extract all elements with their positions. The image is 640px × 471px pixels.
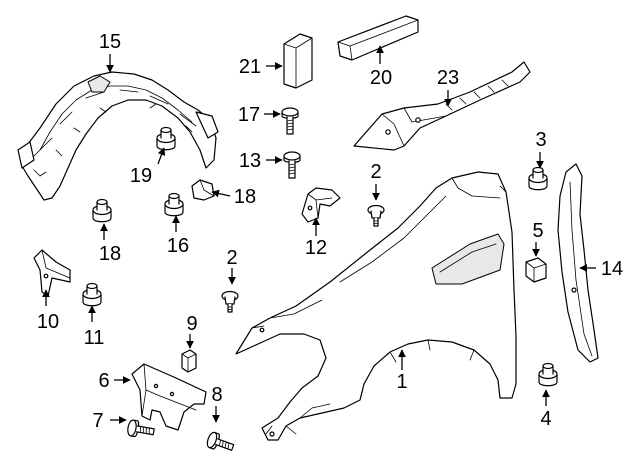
clip-18-part: [191, 179, 215, 201]
insulator-part: [337, 15, 419, 61]
callout-18: 18: [234, 186, 256, 208]
callout-11: 11: [84, 327, 105, 349]
callout-19: 18: [99, 243, 121, 265]
bracket-left-part: [33, 249, 71, 297]
callout-9: 9: [186, 313, 197, 335]
callout-6: 6: [98, 370, 109, 392]
nut-11-part: [82, 282, 102, 307]
bracket-part: [301, 187, 341, 223]
callout-7: 7: [92, 410, 103, 432]
fender-seal-part: [557, 163, 599, 363]
fender-liner-part: [17, 71, 219, 201]
callout-15: 15: [99, 31, 121, 53]
nut-16-part: [164, 192, 184, 217]
callout-8: 8: [211, 384, 222, 406]
callout-14: 14: [601, 258, 623, 280]
callout-10: 10: [37, 311, 59, 333]
leader-lines: [42, 45, 596, 424]
foam-block-part: [283, 33, 313, 89]
nut-4-part: [538, 362, 558, 387]
pin-2-lower-part: [221, 290, 239, 313]
callout-20: 19: [130, 165, 152, 187]
callout-23: 23: [437, 67, 459, 89]
callout-4: 4: [540, 408, 551, 430]
bolt-8-part: [204, 430, 237, 456]
bolt-7-part: [126, 418, 156, 441]
callout-2-lower: 2: [226, 247, 237, 269]
pin-2-upper-part: [367, 204, 385, 227]
callout-21: 20: [370, 67, 392, 89]
callout-12: 12: [305, 237, 327, 259]
callout-3: 3: [535, 129, 546, 151]
callout-2-upper: 2: [370, 161, 381, 183]
callout-17: 17: [238, 104, 260, 126]
callout-labels: 15 21 20 23 17 13 19 18 2 12 16 18 3 5 1…: [37, 31, 623, 432]
nut-19-part: [92, 198, 112, 223]
callout-13: 13: [239, 150, 261, 172]
reinforcement-rail-part: [353, 61, 531, 151]
splash-shield-part: [131, 363, 207, 431]
bolt-17-part: [281, 107, 299, 135]
retainer-part: [181, 349, 197, 373]
callout-1: 1: [396, 371, 407, 393]
callout-16: 16: [167, 235, 189, 257]
nut-20-part: [156, 126, 176, 151]
clip-part: [525, 257, 547, 283]
bolt-13-part: [283, 151, 301, 179]
front-fender-part: [235, 171, 517, 441]
callout-22: 21: [239, 56, 261, 78]
callout-5: 5: [532, 220, 543, 242]
nut-3-part: [528, 166, 548, 191]
